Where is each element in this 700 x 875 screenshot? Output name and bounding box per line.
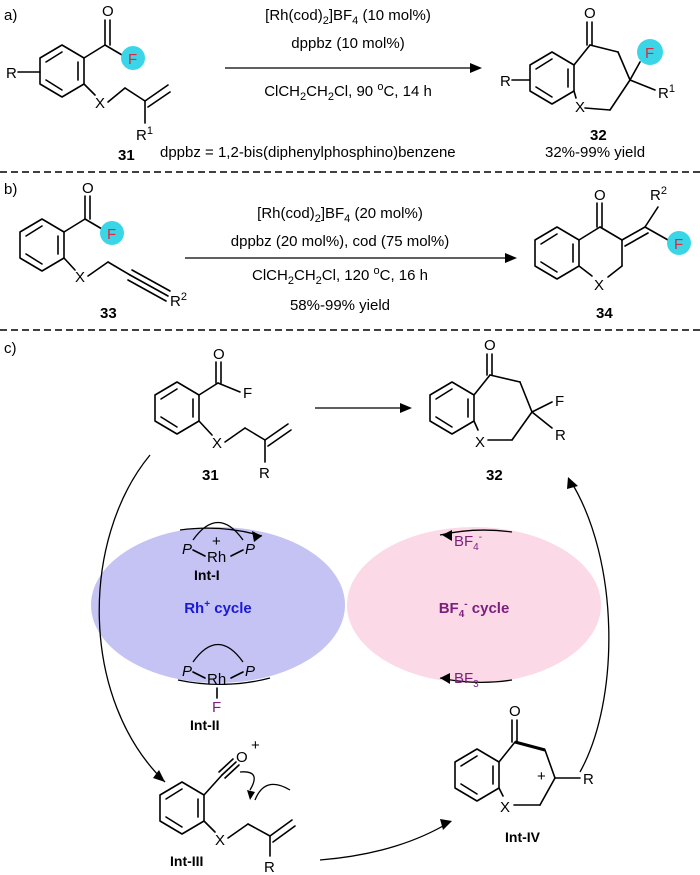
atom-f-c32: F: [555, 393, 564, 410]
product-34-structure: O X R2 F: [534, 185, 691, 294]
panel-c: c) O F X R 31: [4, 337, 610, 875]
atom-x-int-iii: X: [215, 832, 225, 849]
substrate-31-structure: R O F X R1: [6, 3, 171, 144]
atom-o-33: O: [82, 180, 94, 197]
atom-r2-34: R2: [650, 185, 667, 204]
mechanism-product-32: O X F R: [429, 337, 566, 451]
atom-p-left-int-ii: P: [182, 663, 192, 680]
atom-r-c32: R: [555, 427, 566, 444]
compound-32-label: 32: [590, 127, 607, 144]
int-iv-label: Int-IV: [505, 829, 541, 845]
compound-34-label: 34: [596, 305, 613, 322]
substrate-33-structure: O F X R2: [19, 180, 187, 310]
panel-b: b) O F X R2 33 [Rh(cod)2]BF4 (20 mol%): [4, 180, 691, 322]
mechanism-substrate-31: O F X R: [154, 346, 292, 482]
yield-a: 32%-99% yield: [545, 144, 645, 161]
panel-a: a) R O F X R1 31: [4, 3, 675, 164]
int-iv-structure: O + X R: [454, 703, 594, 816]
atom-o-c31: O: [213, 346, 225, 363]
atom-r-int-iv: R: [583, 771, 594, 788]
carbocation-charge: +: [537, 768, 546, 785]
mech-compound-31-label: 31: [202, 467, 219, 484]
dppbz-footnote: dppbz = 1,2-bis(diphenylphosphino)benzen…: [160, 144, 456, 161]
atom-r1: R1: [136, 125, 153, 144]
atom-p-right-int-ii: P: [245, 663, 255, 680]
fluorine-highlight-sphere: [121, 46, 145, 70]
atom-o: O: [102, 3, 114, 20]
arrow-31-to-int-iii: [98, 454, 166, 783]
int-iii-label: Int-III: [170, 853, 203, 869]
atom-f: F: [128, 51, 137, 68]
atom-r-product: R: [500, 73, 511, 90]
arrow-int-iii-to-int-iv: [319, 821, 451, 861]
fluorine-highlight-sphere-product: [637, 39, 663, 65]
panel-b-label: b): [4, 181, 17, 198]
atom-f-34: F: [674, 236, 683, 253]
atom-x-int-iv: X: [500, 799, 510, 816]
fluorine-highlight-sphere-33: [100, 221, 124, 245]
condition-b-ligand: dppbz (20 mol%), cod (75 mol%): [231, 233, 449, 250]
atom-o-product: O: [584, 5, 596, 22]
condition-a-solvent: ClCH2CH2Cl, 90 oC, 14 h: [264, 81, 432, 103]
atom-x-34: X: [594, 277, 604, 294]
atom-o-int-iii: O: [236, 749, 248, 766]
rh-cycle-arrow-bottom: [177, 677, 271, 685]
atom-r-c31: R: [259, 465, 270, 482]
int-iii-structure: O + X R: [159, 737, 296, 875]
atom-f-product: F: [645, 45, 654, 62]
atom-o-c32: O: [484, 337, 496, 354]
condition-a-ligand: dppbz (10 mol%): [291, 35, 404, 52]
atom-f-33: F: [107, 226, 116, 243]
atom-f-c31: F: [243, 385, 252, 402]
atom-x-33: X: [75, 269, 85, 286]
compound-33-label: 33: [100, 305, 117, 322]
condition-a-catalyst: [Rh(cod)2]BF4 (10 mol%): [265, 7, 431, 27]
bf4-species: BF4-: [454, 532, 482, 553]
mech-compound-32-label: 32: [486, 467, 503, 484]
rh-cycle-label: Rh+ cycle: [184, 599, 252, 617]
atom-p-right-int-i: P: [245, 541, 255, 558]
atom-r-int-iii: R: [264, 859, 275, 875]
atom-r2-33: R2: [170, 291, 187, 310]
bf3-species: BF3: [454, 670, 479, 690]
rh-int-i: Rh: [207, 549, 226, 566]
bf4-cycle-label: BF4- cycle: [439, 599, 510, 620]
panel-c-label: c): [4, 340, 17, 357]
fluorine-highlight-sphere-34: [667, 231, 691, 255]
acylium-charge: +: [251, 737, 260, 754]
atom-o-int-iv: O: [509, 703, 521, 720]
rh-charge-int-i: +: [212, 533, 221, 550]
int-ii-structure: P P Rh F: [182, 644, 255, 716]
atom-x-c32: X: [475, 434, 485, 451]
rh-int-ii: Rh: [207, 671, 226, 688]
atom-x: X: [95, 95, 105, 112]
panel-a-label: a): [4, 7, 17, 24]
atom-o-34: O: [594, 187, 606, 204]
compound-31-label: 31: [118, 147, 135, 164]
atom-p-left-int-i: P: [182, 541, 192, 558]
product-32-structure: R O X F R1: [500, 5, 675, 116]
atom-r1-product: R1: [658, 83, 675, 102]
arrow-int-iv-to-32: [569, 479, 610, 773]
atom-x-c31: X: [212, 435, 222, 452]
atom-r: R: [6, 65, 17, 82]
condition-b-catalyst: [Rh(cod)2]BF4 (20 mol%): [257, 205, 423, 225]
bf4-cycle-ellipse: [347, 527, 601, 683]
rh-cycle-ellipse: [91, 527, 345, 683]
condition-b-solvent: ClCH2CH2Cl, 120 oC, 16 h: [252, 265, 428, 287]
yield-b: 58%-99% yield: [290, 297, 390, 314]
int-i-label: Int-I: [194, 567, 220, 583]
atom-x-product: X: [575, 99, 585, 116]
f-int-ii: F: [212, 699, 221, 716]
int-ii-label: Int-II: [190, 717, 220, 733]
int-i-structure: P P Rh +: [182, 522, 255, 566]
